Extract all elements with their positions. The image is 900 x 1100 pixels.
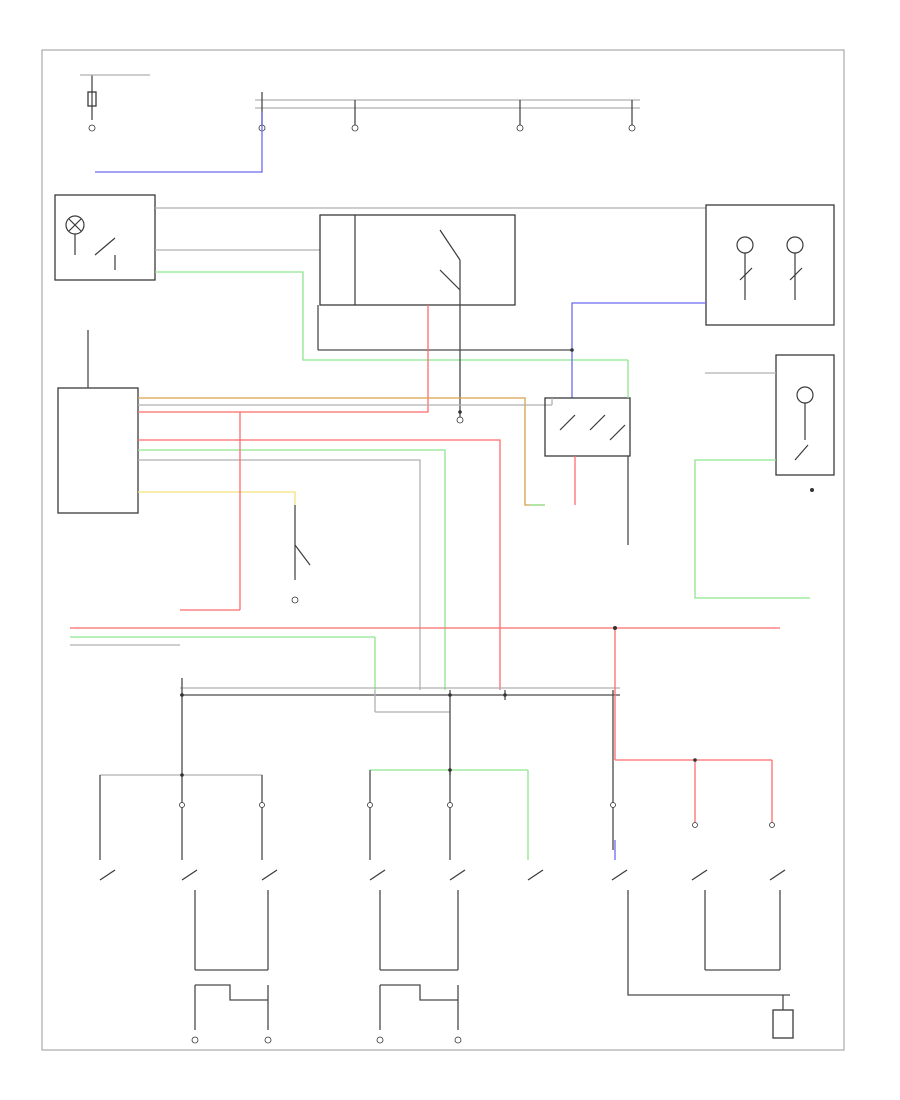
- right-door-switch-group: [611, 759, 794, 1039]
- switch-icon: [449, 869, 466, 881]
- splice-points: [179, 348, 775, 1044]
- lamp-icon: [786, 236, 804, 254]
- lamp-icon: [796, 386, 814, 404]
- bus-wiring: [70, 626, 780, 850]
- switch-icon: [181, 869, 198, 881]
- interlock-relay: [530, 360, 631, 545]
- switch-icon: [769, 869, 786, 881]
- switch-icon: [294, 544, 311, 566]
- switch-icon: [691, 869, 708, 881]
- left-door-switch-group: [99, 774, 278, 1030]
- center-door-switch-group: [369, 769, 544, 1030]
- switch-icon: [527, 869, 544, 881]
- switch-icon: [369, 869, 386, 881]
- rear-dome-light-upper: [571, 204, 835, 398]
- switch-icon: [261, 869, 278, 881]
- switch-icon: [611, 869, 628, 881]
- fuse-icon: [87, 91, 97, 107]
- multiplex-control-unit: [57, 330, 552, 690]
- fuse-block-area: [80, 74, 640, 173]
- key-switch: [180, 505, 311, 611]
- door-switch-assembly: [143, 214, 572, 424]
- front-dome-light: [54, 194, 706, 361]
- switch-icon: [99, 869, 116, 881]
- switch-icon: [94, 237, 116, 256]
- connector-icon: [772, 1009, 794, 1039]
- rear-dome-light-lower: [694, 354, 835, 599]
- diagram-frame: [41, 49, 845, 1051]
- lamp-icon: [736, 236, 754, 254]
